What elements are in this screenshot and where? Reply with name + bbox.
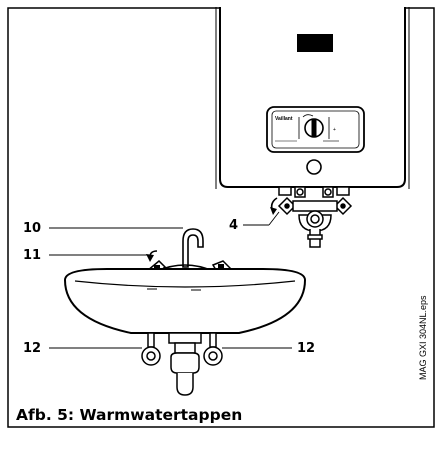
callout-label-4: 4 [229, 218, 238, 233]
basin-faucet [182, 228, 204, 268]
basin-bowl [63, 268, 307, 334]
diagram-canvas: Vaillant + [7, 7, 435, 428]
svg-text:+: + [333, 127, 336, 133]
washbasin [63, 228, 307, 396]
angle-valve-right [203, 332, 223, 366]
callout-label-10: 10 [23, 221, 41, 236]
basin-siphon [170, 352, 200, 374]
heater-brand-label: Vaillant [275, 116, 293, 122]
callout-12-left: 12 [23, 341, 142, 356]
figure-caption: Afb. 5: Warmwatertappen [16, 406, 243, 424]
heater-tap-assembly [277, 186, 353, 248]
callout-4: 4 [229, 211, 280, 233]
angle-valve-left [141, 332, 161, 366]
file-reference: MAG GXI 304NL.eps [418, 295, 428, 380]
callout-label-12-right: 12 [297, 341, 315, 356]
callout-11: 11 [23, 248, 147, 263]
rotation-arrow-heater [270, 197, 278, 215]
heater-round-button [306, 159, 322, 175]
water-heater: Vaillant + [215, 7, 410, 189]
callout-label-12-left: 12 [23, 341, 41, 356]
rotation-arrow-basin [146, 250, 158, 262]
heater-display-window [297, 34, 333, 52]
callout-label-11: 11 [23, 248, 41, 263]
callout-10: 10 [23, 221, 183, 236]
callout-12-right: 12 [222, 341, 315, 356]
